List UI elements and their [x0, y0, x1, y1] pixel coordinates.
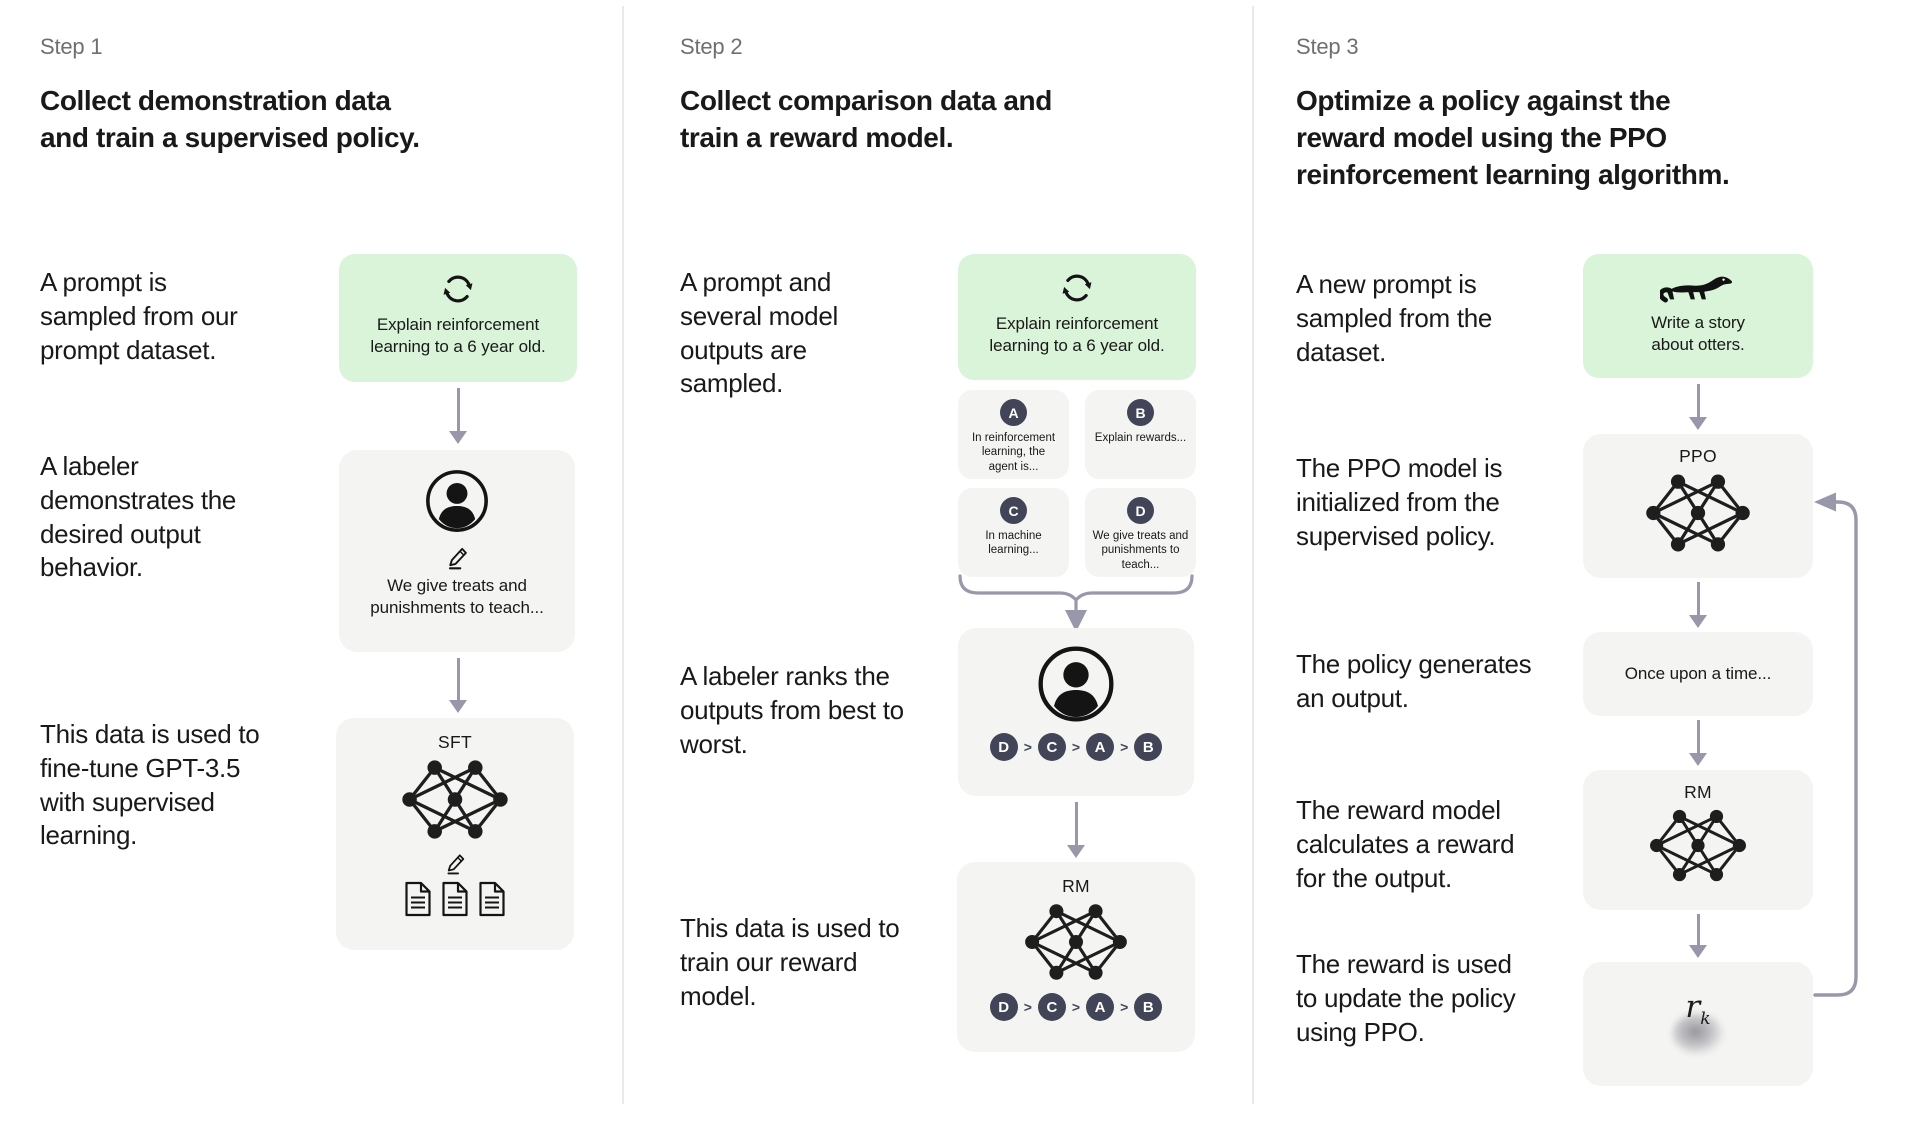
step3-caption-new-prompt: A new prompt is sampled from the dataset…	[1296, 269, 1493, 367]
step2-caption-sampled: A prompt and several model outputs are s…	[680, 267, 838, 399]
greater-than-separator: >	[1023, 739, 1032, 755]
greater-than-separator: >	[1071, 739, 1081, 755]
arrow-down-icon	[1688, 384, 1708, 430]
step3-title: Optimize a policy against the reward mod…	[1296, 85, 1730, 191]
brace-merge-arrow-icon	[958, 574, 1194, 632]
arrow-down-icon	[448, 658, 468, 713]
arrow-down-icon	[448, 388, 468, 444]
step3-rm-box: RM	[1583, 770, 1813, 910]
step2-title: Collect comparison data and train a rewa…	[680, 85, 1052, 154]
document-icon	[477, 881, 507, 917]
greater-than-separator: >	[1023, 999, 1032, 1015]
rank-badge: B	[1134, 733, 1163, 761]
output-box-b: B Explain rewards...	[1085, 390, 1196, 479]
rank-badge: D	[989, 733, 1018, 761]
pencil-icon	[441, 847, 469, 875]
greater-than-separator: >	[1120, 999, 1129, 1015]
rank-badge: D	[989, 993, 1018, 1021]
step1-caption-finetune: This data is used to fine-tune GPT-3.5 w…	[40, 719, 260, 851]
neural-network-icon	[1020, 899, 1132, 985]
step3-caption-generates: The policy generates an output.	[1296, 649, 1532, 713]
step3-ppo-box: PPO	[1583, 434, 1813, 578]
output-letter-badge: B	[1127, 399, 1154, 426]
step3-caption-ppo-init: The PPO model is initialized from the su…	[1296, 453, 1503, 551]
arrow-down-icon	[1688, 914, 1708, 958]
output-c-text: In machine learning...	[985, 530, 1042, 557]
arrow-down-icon	[1066, 802, 1086, 858]
step2-caption-train-rm: This data is used to train our reward mo…	[680, 913, 900, 1011]
sft-label: SFT	[438, 732, 472, 752]
output-letter-badge: C	[1000, 497, 1027, 524]
document-icon	[440, 881, 470, 917]
step3-label: Step 3	[1296, 34, 1359, 59]
reward-symbol-wrap: rk	[1658, 989, 1738, 1059]
feedback-loop-arrow-icon	[1813, 492, 1858, 997]
pencil-icon	[442, 540, 472, 570]
step1-caption-labeler: A labeler demonstrates the desired outpu…	[40, 451, 237, 583]
step1-label: Step 1	[40, 34, 103, 59]
step2-label: Step 2	[680, 34, 743, 59]
rank-badge: A	[1086, 993, 1115, 1021]
neural-network-icon	[397, 755, 513, 844]
rank-badge: A	[1086, 733, 1115, 761]
rm-label: RM	[1062, 876, 1090, 896]
ppo-label: PPO	[1679, 446, 1717, 466]
person-icon	[1036, 644, 1116, 724]
step3-prompt-box: Write a story about otters.	[1583, 254, 1813, 378]
document-icon	[403, 881, 433, 917]
step1-sft-model-box: SFT	[336, 718, 574, 950]
step3-caption-update: The reward is used to update the policy …	[1296, 949, 1516, 1047]
greater-than-separator: >	[1120, 739, 1129, 755]
step2-rm-model-box: RM D > C > A > B	[957, 862, 1195, 1052]
output-box-d: D We give treats and punishments to teac…	[1085, 488, 1196, 577]
output-d-text: We give treats and punishments to teach.…	[1092, 530, 1189, 571]
arrow-down-icon	[1688, 720, 1708, 766]
rank-badge: C	[1037, 733, 1066, 761]
output-box-c: C In machine learning...	[958, 488, 1069, 577]
documents-icon	[403, 881, 507, 917]
output-b-text: Explain rewards...	[1094, 432, 1187, 444]
otter-icon	[1660, 268, 1736, 310]
step1-title: Collect demonstration data and train a s…	[40, 85, 420, 154]
step1-prompt-text: Explain reinforcement learning to a 6 ye…	[370, 315, 546, 357]
step3-prompt-text: Write a story about otters.	[1651, 313, 1745, 355]
rank-badge: C	[1037, 993, 1066, 1021]
rank-badge: B	[1134, 993, 1163, 1021]
reward-symbol: rk	[1685, 989, 1711, 1030]
arrow-down-icon	[1688, 582, 1708, 628]
greater-than-separator: >	[1071, 999, 1081, 1015]
neural-network-icon	[1645, 805, 1751, 886]
output-box-a: A In reinforcement learning, the agent i…	[958, 390, 1069, 479]
step1-caption-prompt: A prompt is sampled from our prompt data…	[40, 267, 238, 365]
step1-labeler-box: We give treats and punishments to teach.…	[339, 450, 575, 652]
blur-smudge	[1672, 1013, 1724, 1055]
rm-label: RM	[1684, 782, 1712, 802]
ranking-row: D > C > A > B	[989, 993, 1163, 1021]
column-divider	[1252, 6, 1254, 1104]
step2-prompt-box: Explain reinforcement learning to a 6 ye…	[958, 254, 1196, 380]
step3-caption-reward-calc: The reward model calculates a reward for…	[1296, 795, 1515, 893]
column-divider	[622, 6, 624, 1104]
step1-demonstration-text: We give treats and punishments to teach.…	[370, 576, 544, 618]
step2-caption-ranks: A labeler ranks the outputs from best to…	[680, 661, 904, 759]
step3-output-box: Once upon a time...	[1583, 632, 1813, 716]
step3-reward-box: rk	[1583, 962, 1813, 1086]
output-letter-badge: A	[1000, 399, 1027, 426]
refresh-cycle-icon	[439, 270, 477, 308]
step2-ranking-box: D > C > A > B	[958, 628, 1194, 796]
step2-prompt-text: Explain reinforcement learning to a 6 ye…	[989, 314, 1165, 356]
step1-prompt-box: Explain reinforcement learning to a 6 ye…	[339, 254, 577, 382]
refresh-cycle-icon	[1058, 269, 1096, 307]
output-letter-badge: D	[1127, 497, 1154, 524]
ranking-row: D > C > A > B	[989, 733, 1163, 761]
person-icon	[424, 468, 490, 534]
generated-output-text: Once upon a time...	[1624, 663, 1772, 683]
neural-network-icon	[1641, 469, 1755, 557]
output-a-text: In reinforcement learning, the agent is.…	[971, 432, 1056, 473]
